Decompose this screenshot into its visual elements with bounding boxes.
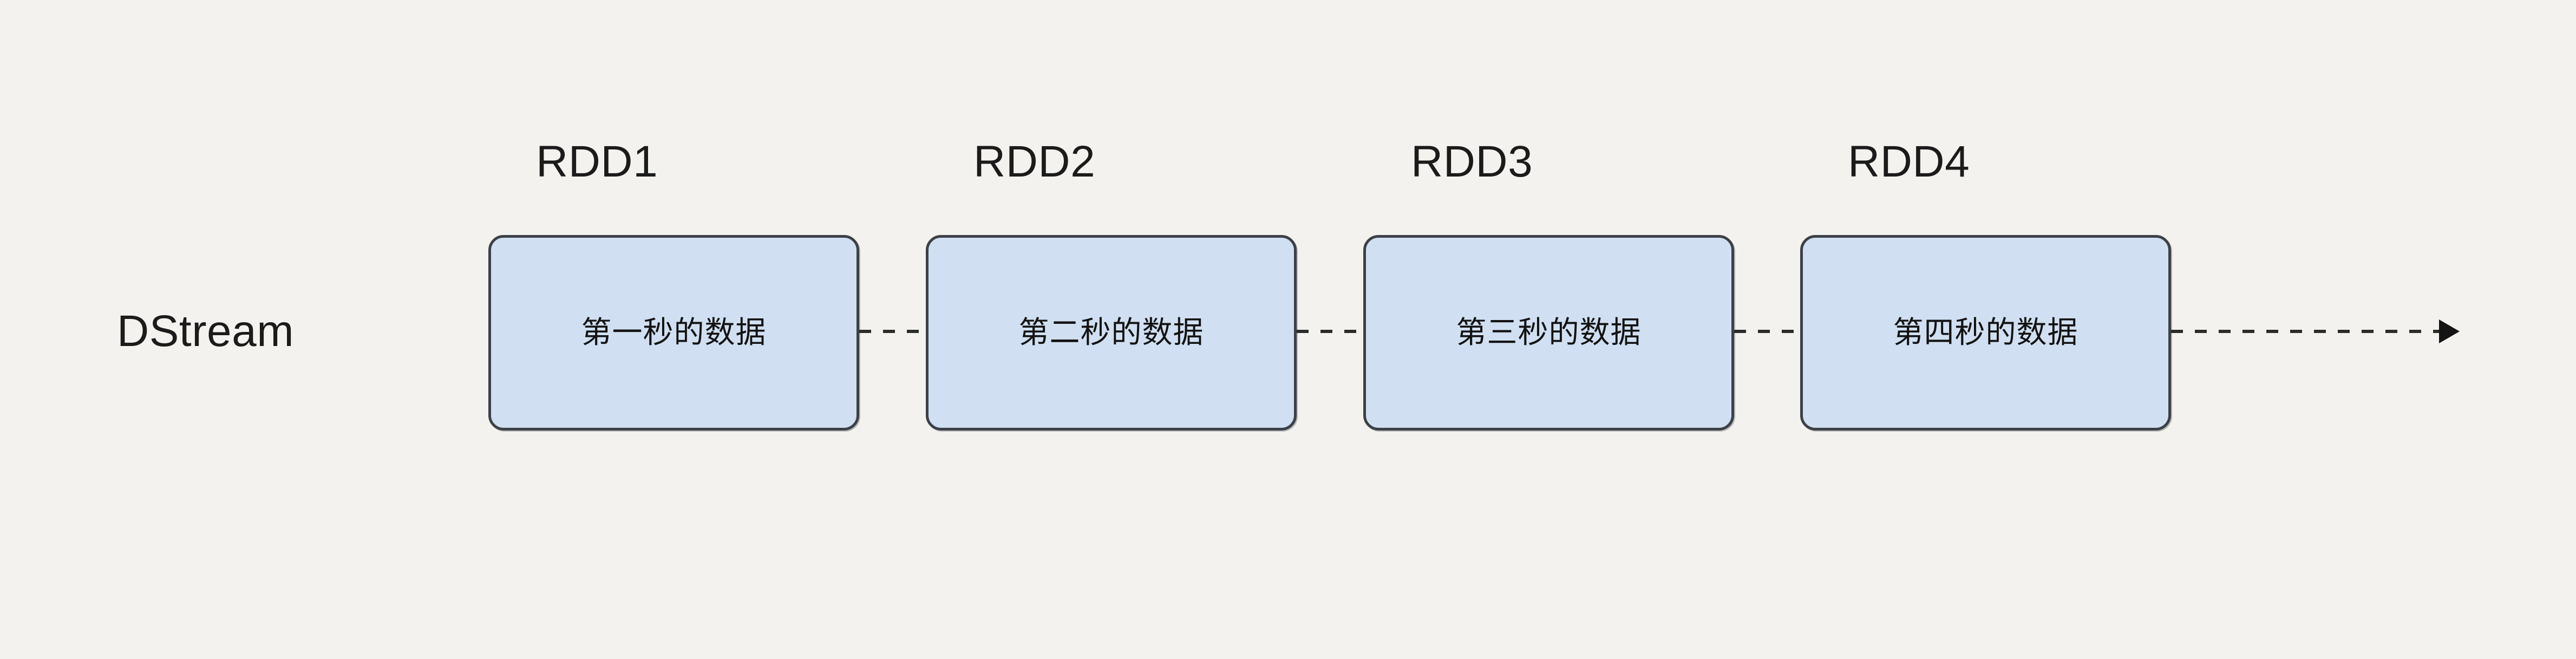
rdd-box-label-2: 第二秒的数据 [1018, 315, 1204, 350]
connector-2-to-3 [1297, 330, 1364, 333]
rdd-box-3[interactable]: 第三秒的数据 [1363, 235, 1734, 430]
rdd-box-2[interactable]: 第二秒的数据 [926, 235, 1297, 430]
rdd-box-1[interactable]: 第一秒的数据 [488, 235, 859, 430]
dstream-row-label: DStream [117, 306, 295, 356]
rdd-title-4: RDD4 [1848, 137, 1970, 186]
rdd-box-label-4: 第四秒的数据 [1893, 315, 2078, 350]
rdd-box-4[interactable]: 第四秒的数据 [1800, 235, 2171, 430]
rdd-title-3: RDD3 [1411, 137, 1533, 186]
rdd-title-2: RDD2 [973, 137, 1096, 186]
rdd-box-label-1: 第一秒的数据 [581, 315, 767, 350]
arrow-head-icon [2439, 319, 2460, 343]
connector-3-to-4 [1734, 330, 1801, 333]
connector-1-to-2 [859, 330, 925, 333]
rdd-title-1: RDD1 [536, 137, 658, 186]
rdd-box-label-3: 第三秒的数据 [1456, 315, 1642, 350]
connector-tail-dashed [2171, 330, 2442, 333]
